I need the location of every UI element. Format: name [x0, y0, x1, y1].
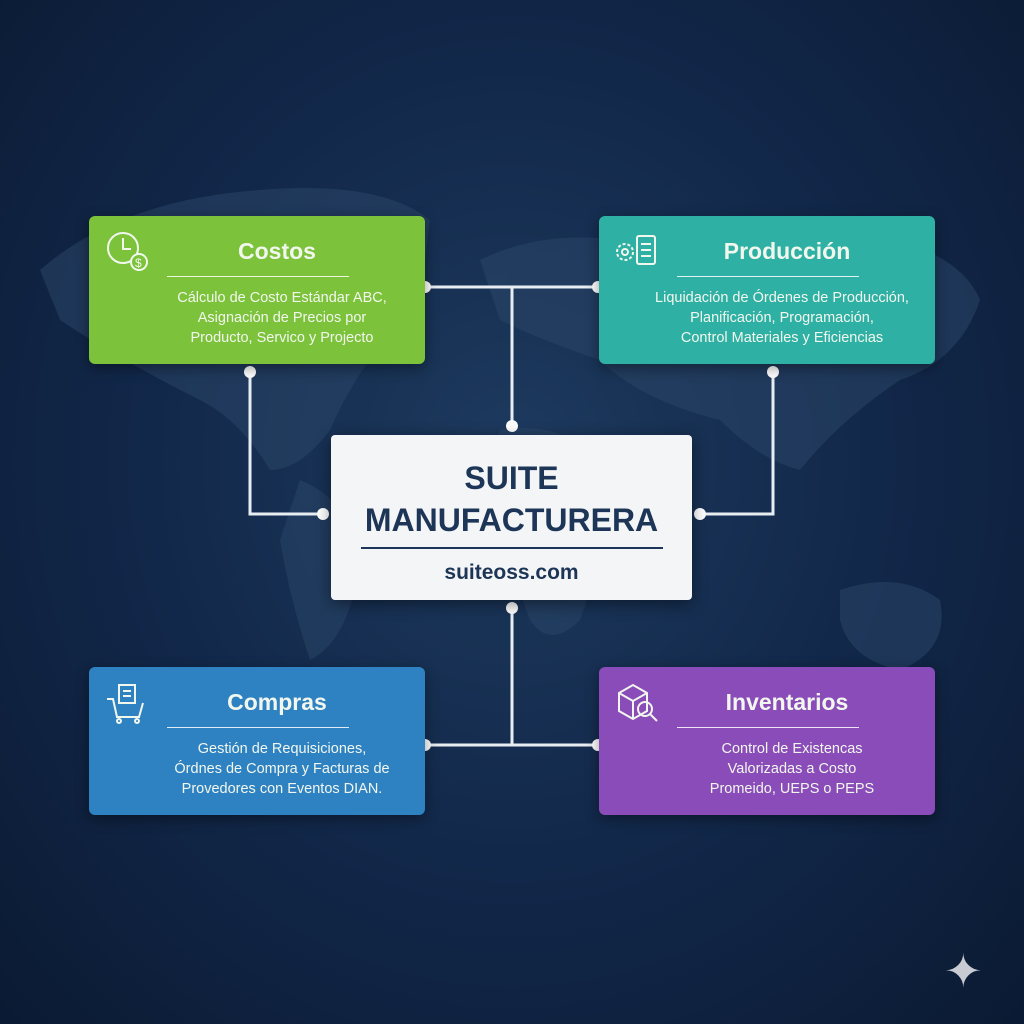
module-title: Compras — [227, 689, 327, 715]
svg-text:$: $ — [135, 256, 142, 270]
center-hub: SUITE MANUFACTURERA suiteoss.com — [331, 435, 692, 600]
description-line: Liquidación de Órdenes de Producción, — [655, 290, 909, 306]
module-description: Cálculo de Costo Estándar ABC, Asignació… — [109, 288, 415, 348]
gear-clipboard-icon — [616, 235, 656, 265]
description-line: Valorizadas a Costo — [727, 761, 857, 777]
bottom-connector — [425, 608, 598, 747]
divider — [167, 727, 349, 728]
description-line: Gestión de Requisiciones, — [197, 741, 367, 757]
divider — [360, 547, 663, 549]
module-description: Gestión de Requisiciones, Órdnes de Comp… — [109, 739, 415, 799]
description-line: Provedores con Eventos DIAN. — [181, 781, 383, 797]
description-line: Órdnes de Compra y Facturas de — [174, 761, 390, 777]
module-description: Control de Existencas Valorizadas a Cost… — [619, 739, 925, 799]
description-line: Control Materiales y Eficiencias — [680, 330, 884, 346]
cart-document-icon — [107, 684, 144, 724]
module-card-compras: Compras Gestión de Requisiciones, Órdnes… — [89, 667, 425, 815]
module-description: Liquidación de Órdenes de Producción, Pl… — [599, 288, 925, 348]
hub-title: SUITE MANUFACTURERA — [331, 457, 692, 541]
description-line: Producto, Servico y Projecto — [190, 330, 374, 346]
description-line: Planificación, Programación, — [690, 310, 874, 326]
sparkle-icon: ✦ — [944, 945, 983, 997]
top-connector — [425, 285, 598, 426]
left-connector — [248, 372, 323, 516]
description-line: Cálculo de Costo Estándar ABC, — [177, 290, 387, 306]
description-line: Control de Existencas — [721, 741, 863, 757]
module-title: Costos — [238, 238, 316, 264]
box-search-icon — [618, 683, 658, 722]
module-title: Inventarios — [725, 689, 849, 715]
divider — [677, 276, 859, 277]
module-card-costos: $ Costos Cálculo de Costo Estándar ABC, … — [89, 216, 425, 364]
right-connector — [700, 372, 775, 516]
hub-title-line: SUITE — [464, 460, 559, 496]
hub-title-line: MANUFACTURERA — [364, 502, 659, 538]
divider — [677, 727, 859, 728]
module-title: Producción — [723, 238, 851, 264]
module-card-inventarios: Inventarios Control de Existencas Valori… — [599, 667, 935, 815]
module-card-produccion: Producción Liquidación de Órdenes de Pro… — [599, 216, 935, 364]
description-line: Asignación de Precios por — [197, 310, 367, 326]
description-line: Promeido, UEPS o PEPS — [709, 781, 875, 797]
clock-dollar-icon: $ — [107, 232, 148, 271]
divider — [167, 276, 349, 277]
hub-url: suiteoss.com — [444, 561, 579, 584]
